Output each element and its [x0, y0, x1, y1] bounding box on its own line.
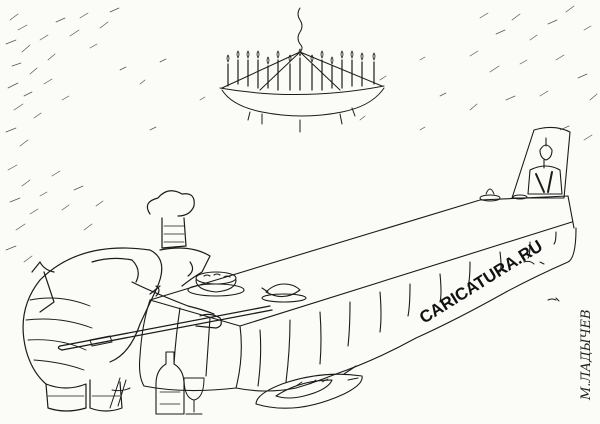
- gravy-boat-icon: [261, 283, 307, 303]
- long-table: [138, 195, 577, 392]
- chef: [22, 190, 222, 412]
- soup-tureen-icon: [187, 271, 245, 297]
- chandelier-icon: [219, 7, 385, 133]
- long-skewer: [57, 305, 273, 351]
- artist-signature: М.ЛАДЫЧЕВ: [579, 309, 594, 401]
- background-hatching: [5, 5, 598, 263]
- wine-bottle-icon: [155, 351, 185, 415]
- far-dishes: [479, 188, 528, 202]
- wine-glass-icon: [183, 377, 205, 415]
- seated-diner: [511, 126, 571, 199]
- floor-scraps: [109, 260, 560, 409]
- fish-platter-icon: [255, 365, 363, 409]
